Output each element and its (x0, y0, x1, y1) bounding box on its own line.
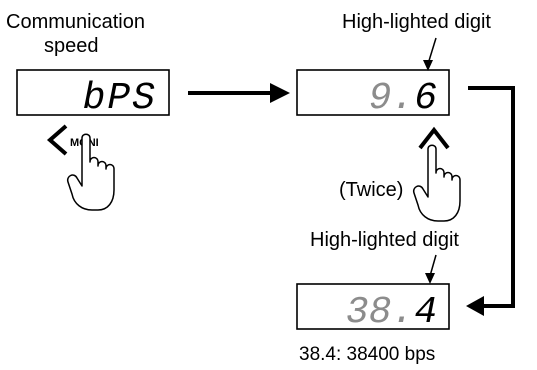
highlighted-digit-label-top: High-lighted digit (342, 11, 491, 33)
bps-note: 38.4: 38400 bps (299, 344, 436, 365)
chevron-up-icon[interactable] (418, 126, 450, 150)
arrow-to-display-2 (188, 83, 290, 103)
display-2-highlighted-digit: 6 (414, 77, 437, 120)
display-1-value: bPS (83, 77, 157, 120)
comm-speed-label-line2: speed (44, 35, 99, 57)
comm-speed-label-line1: Communication (6, 11, 145, 33)
display-3-dim-digits: 38. (346, 291, 414, 334)
highlight-pointer-bottom (425, 254, 437, 284)
svg-text:38.4: 38.4 (346, 291, 437, 334)
arrow-to-display-3 (466, 86, 515, 316)
pointing-hand-icon (66, 133, 115, 211)
svg-text:9.6: 9.6 (369, 77, 437, 120)
display-box-3: 38.4 (296, 283, 450, 334)
display-3-highlighted-digit: 4 (414, 291, 437, 334)
chevron-left-icon[interactable] (46, 124, 68, 156)
display-2-dim-digits: 9. (369, 77, 415, 120)
highlight-pointer-top (423, 37, 437, 71)
highlighted-digit-label-bottom: High-lighted digit (310, 229, 459, 251)
display-box-1: bPS (16, 69, 170, 120)
display-box-2: 9.6 (296, 69, 450, 120)
twice-label: (Twice) (339, 179, 404, 201)
pointing-hand-icon (412, 144, 461, 222)
